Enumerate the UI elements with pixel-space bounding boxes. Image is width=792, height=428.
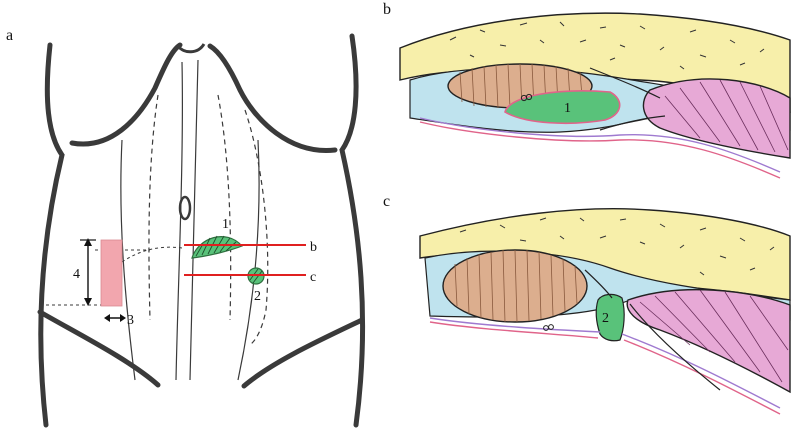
left-inguinal-line xyxy=(37,309,161,388)
green-defect-section-2 xyxy=(595,293,625,342)
skin-line-b xyxy=(419,121,781,179)
small-vessel-c1 xyxy=(543,325,549,331)
umbilicus xyxy=(178,195,192,221)
measure-3-label: 3 xyxy=(127,313,134,328)
measure-4-label: 4 xyxy=(73,267,80,282)
panel-a-abdomen: a 4 3 xyxy=(6,27,366,428)
inset-b-defect-label: 1 xyxy=(564,101,571,116)
dashed-arcuate-line xyxy=(121,246,183,263)
muscle-striations-b xyxy=(459,63,583,109)
right-dashed-outer xyxy=(244,109,269,346)
fat-texture-b xyxy=(449,21,765,70)
panel-b-section: b 1 xyxy=(383,1,791,179)
right-costal-margin xyxy=(207,43,338,153)
measure-3-arrow-right xyxy=(120,314,126,322)
pink-area xyxy=(100,239,123,307)
measure-4-arrow-bottom xyxy=(84,298,92,306)
section-b-label: b xyxy=(310,240,317,255)
fascia-edge-b xyxy=(589,67,666,131)
fascia-edge-c xyxy=(584,269,721,391)
muscle-striations-c xyxy=(454,249,578,323)
peritoneum-b xyxy=(419,117,781,173)
panel-letter-a: a xyxy=(6,27,13,44)
panel-letter-b: b xyxy=(383,1,391,18)
right-inguinal-line xyxy=(241,317,365,389)
panel-c-section: c 2 xyxy=(383,193,791,415)
left-costal-margin xyxy=(69,42,183,147)
measure-3-arrow-left xyxy=(104,314,110,322)
measure-4-arrow-top xyxy=(84,238,92,246)
oblique-striations-b xyxy=(664,79,789,153)
oblique-muscles-b xyxy=(642,78,791,159)
small-vessel-b2 xyxy=(525,93,533,101)
torso-left-side xyxy=(38,42,65,428)
right-dashed-rectus xyxy=(217,94,232,321)
green-defect-section-1 xyxy=(504,90,621,125)
oblique-muscles-c xyxy=(626,288,791,394)
xiphoid xyxy=(176,43,206,54)
right-semilunar-line xyxy=(237,139,260,381)
skin-line-c xyxy=(429,321,781,415)
small-vessel-c2 xyxy=(548,324,554,330)
linea-alba-right xyxy=(189,59,199,381)
inset-c-defect-label: 2 xyxy=(602,311,609,326)
left-semilunar-line xyxy=(120,139,136,381)
left-dashed-rectus xyxy=(148,94,159,321)
section-c-label: c xyxy=(310,270,316,285)
fat-texture-c xyxy=(459,217,775,276)
defect-1-label: 1 xyxy=(222,217,229,232)
linea-alba-left xyxy=(175,61,183,381)
defect-2-label: 2 xyxy=(254,289,261,304)
torso-right-side xyxy=(339,33,366,428)
peritoneum-c xyxy=(429,317,781,409)
oblique-striations-c xyxy=(639,289,789,383)
panel-letter-c: c xyxy=(383,193,390,210)
